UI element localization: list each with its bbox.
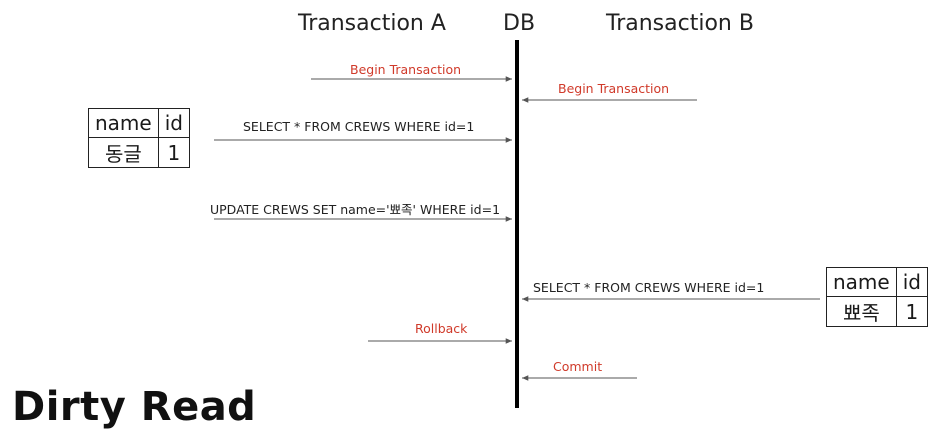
b-begin-label: Begin Transaction [558, 81, 670, 96]
name-cell: 동글 [88, 137, 159, 168]
a-update-label: UPDATE CREWS SET name='뾰족' WHERE id=1 [210, 202, 501, 217]
crews-table-b: name id 뾰족 1 [826, 267, 928, 327]
b-commit-label: Commit [553, 359, 603, 374]
name-cell: 뾰족 [826, 296, 897, 327]
a-select-label: SELECT * FROM CREWS WHERE id=1 [243, 119, 475, 134]
table-row: 뾰족 1 [826, 296, 928, 327]
id-header: id [895, 267, 928, 297]
a-rollback-label: Rollback [415, 321, 468, 336]
transaction-a-header: Transaction A [298, 11, 446, 36]
transaction-b-header: Transaction B [606, 11, 754, 36]
name-header: name [88, 108, 159, 138]
b-select-label: SELECT * FROM CREWS WHERE id=1 [533, 280, 765, 295]
id-header: id [157, 108, 190, 138]
table-header-row: name id [826, 267, 928, 297]
id-cell: 1 [157, 137, 190, 168]
id-cell: 1 [895, 296, 928, 327]
page-title: Dirty Read [12, 384, 257, 430]
a-begin-label: Begin Transaction [350, 62, 462, 77]
table-header-row: name id [88, 108, 190, 138]
table-row: 동글 1 [88, 137, 190, 168]
name-header: name [826, 267, 897, 297]
db-header: DB [503, 11, 536, 36]
crews-table-a: name id 동글 1 [88, 108, 190, 168]
